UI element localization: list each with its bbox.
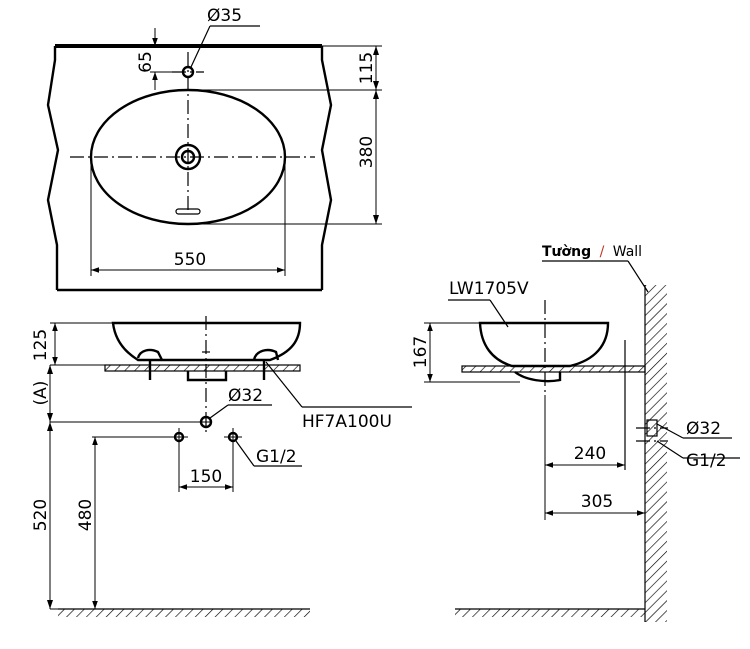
back-to-bowl-label: 115 xyxy=(357,52,377,84)
side-floor-hatch xyxy=(455,609,645,617)
front-floor-hatch xyxy=(58,609,310,617)
side-countertop xyxy=(461,365,646,373)
counter-height-label: 520 xyxy=(31,499,51,531)
leader-hole xyxy=(190,25,211,68)
fixing-clamp-right xyxy=(252,348,280,361)
top-view: Ø35 65 115 380 550 xyxy=(46,6,382,292)
side-drain-body xyxy=(514,371,562,383)
model-label: LW1705V xyxy=(449,279,529,299)
side-drain-diameter-label: Ø32 xyxy=(686,419,721,439)
wall-label-vi: Tường xyxy=(542,244,591,260)
side-supply-thread-label: G1/2 xyxy=(686,451,727,471)
supply-height-label: 480 xyxy=(76,499,96,531)
depth-305-label: 305 xyxy=(581,492,613,512)
drain-diameter-label: Ø32 xyxy=(228,386,263,406)
drain-model-label: HF7A100U xyxy=(302,412,392,432)
wall-hatch xyxy=(645,285,667,622)
bowl-width-label: 550 xyxy=(174,250,206,270)
wall-label-sep: / xyxy=(600,244,605,260)
svg-text:Tường / Wall: Tường / Wall xyxy=(542,244,642,260)
tap-hole xyxy=(181,65,195,79)
front-countertop xyxy=(104,364,301,372)
basin-height-label: 125 xyxy=(31,329,51,361)
side-view: Tường / Wall LW1705V 167 Ø32 xyxy=(411,244,740,622)
bowl-depth-label: 380 xyxy=(357,136,377,168)
fixing-clamp-left xyxy=(136,348,164,361)
front-view: 125 (A) 520 Ø32 HF7A100U G1/2 xyxy=(31,316,412,617)
side-basin-body xyxy=(478,321,610,368)
hole-offset-label: 65 xyxy=(136,51,156,73)
front-supply-thread-label: G1/2 xyxy=(256,447,297,467)
drain-inner xyxy=(180,149,196,165)
drain-outer xyxy=(174,143,202,171)
side-height-label: 167 xyxy=(411,336,431,368)
front-basin-body xyxy=(111,321,302,362)
hole-diameter-label: Ø35 xyxy=(207,6,242,26)
wall-label-en: Wall xyxy=(613,244,642,260)
depth-240-label: 240 xyxy=(574,444,606,464)
counter-left-break xyxy=(46,46,60,290)
overflow-slot xyxy=(175,208,201,215)
counter-right-break xyxy=(320,46,333,290)
supply-spacing-label: 150 xyxy=(190,467,222,487)
ref-a-label: (A) xyxy=(31,381,51,406)
front-drain-body xyxy=(186,371,228,382)
drain-outlet xyxy=(199,415,213,429)
